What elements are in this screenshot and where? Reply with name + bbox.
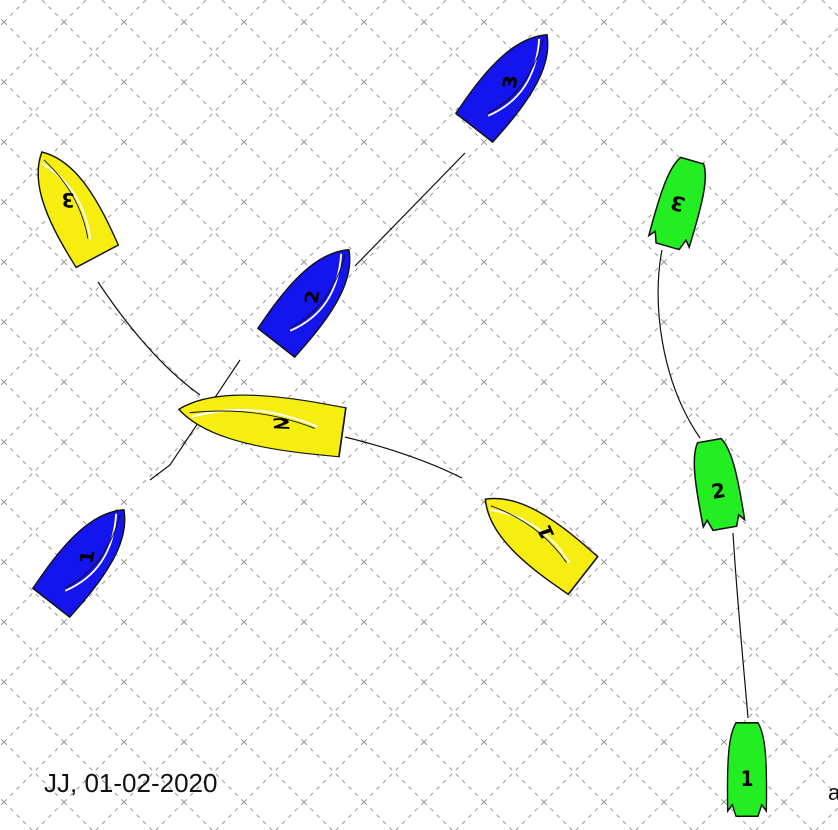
green-boat-2: 2: [687, 436, 747, 533]
cut-off-edge-text: a: [828, 780, 838, 805]
yellow-boat-3-number: 3: [62, 188, 75, 212]
blue-track: [149, 152, 466, 481]
green-boat-2-number: 2: [709, 478, 727, 504]
author-date-caption: JJ, 01-02-2020: [44, 768, 218, 798]
blue-boat-2: 2: [255, 233, 370, 359]
green-boat-3-number: 3: [668, 190, 688, 217]
green-track: [657, 249, 749, 719]
blue-boat-3: 3: [453, 18, 568, 144]
yellow-boat-3: 3: [18, 139, 121, 269]
yellow-track: [97, 281, 463, 479]
blue-boat-3-number: 3: [499, 74, 523, 89]
yellow-boat-1: 1: [468, 478, 600, 597]
yellow-boat-1-number: 1: [533, 522, 560, 542]
green-boat-1: 1: [726, 722, 768, 818]
yellow-boat-2: 2: [174, 382, 347, 460]
green-boat-1-number: 1: [741, 767, 754, 791]
blue-boat-2-number: 2: [301, 289, 325, 304]
yellow-boat-2-number: 2: [271, 416, 292, 433]
blue-boat-1: 1: [30, 493, 145, 619]
green-boat-3: 3: [646, 154, 714, 253]
blue-boat-1-number: 1: [76, 549, 100, 564]
